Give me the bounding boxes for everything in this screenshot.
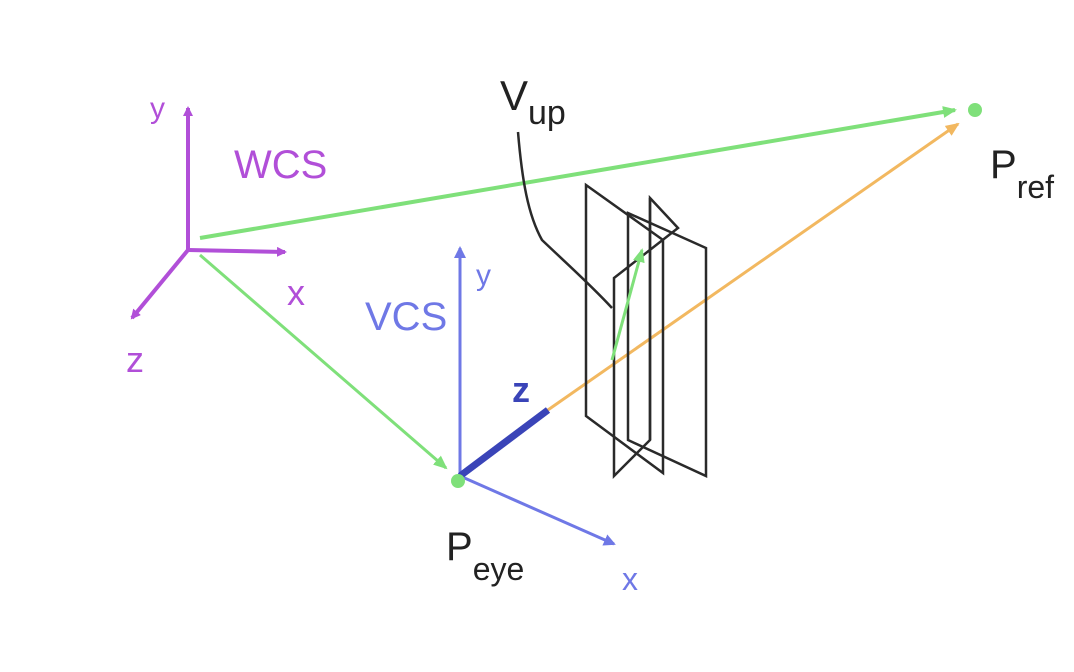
wcs-label: WCS: [234, 143, 327, 187]
vcs-z-axis: [457, 407, 551, 479]
ref-point: [968, 103, 982, 117]
view-plane-3: [612, 194, 680, 480]
ref-label-sub: ref: [1017, 169, 1054, 205]
vcs-label: VCS: [365, 295, 447, 339]
vup-label-main: V: [500, 72, 528, 119]
vcs-axes: [454, 246, 616, 546]
vup-label-sub: up: [528, 94, 566, 132]
view-plane-1: [584, 182, 665, 476]
wcs-to-eye-vector: [199, 253, 448, 470]
wcs-z-axis: [130, 248, 190, 320]
eye-label-sub: eye: [473, 551, 525, 587]
eye-label: Peye: [446, 525, 524, 587]
view-plane-2: [626, 211, 708, 478]
wcs-axes: [130, 106, 287, 320]
vup-label: Vup: [500, 72, 566, 132]
eye-point: [451, 474, 465, 488]
vcs-x-label: x: [622, 561, 638, 597]
vcs-z-label: z: [512, 369, 530, 410]
wcs-y-label: y: [150, 92, 165, 125]
eye-label-main: P: [446, 525, 473, 569]
ref-label: Pref: [990, 143, 1054, 205]
wcs-to-ref-vector: [199, 106, 957, 240]
vup-leader: [516, 131, 613, 309]
ref-label-main: P: [990, 143, 1017, 187]
wcs-x-axis: [187, 246, 287, 257]
vcs-y-label: y: [476, 259, 491, 292]
wcs-z-label: z: [126, 339, 144, 380]
view-plane-frames: [584, 182, 708, 480]
vcs-x-axis: [459, 474, 616, 546]
vup-vector: [610, 248, 645, 361]
wcs-x-label: x: [287, 272, 305, 313]
